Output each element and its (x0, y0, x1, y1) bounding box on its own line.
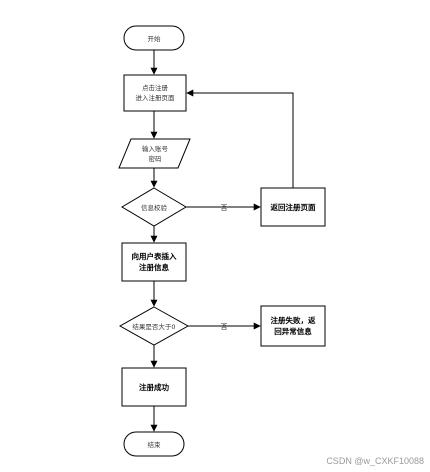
click-register-line1: 点击注册 (142, 83, 169, 92)
edge-return-loop (186, 89, 294, 188)
start-node: 开始 (123, 25, 185, 51)
insert-info-node: 向用户表插入 注册信息 (121, 242, 187, 282)
register-fail-line2: 回异常信息 (274, 326, 312, 336)
affected-gt-zero-node: 结果是否大于0 (118, 306, 190, 346)
input-account-line1: 输入账号 (142, 144, 169, 153)
info-check-label: 信息校验 (141, 203, 168, 212)
click-register-node: 点击注册 进入注册页面 (123, 74, 187, 112)
end-node: 结束 (123, 431, 185, 457)
insert-info-line2: 注册信息 (139, 262, 169, 272)
register-fail-line1: 注册失败，返 (271, 315, 316, 325)
watermark-text: CSDN @w_CXKF10088 (326, 456, 424, 466)
register-success-node: 注册成功 (121, 367, 187, 407)
info-check-node: 信息校验 (121, 187, 187, 227)
return-register-page-label: 返回注册页面 (271, 202, 316, 212)
check-no-label: 否 (221, 204, 228, 212)
insert-info-line1: 向用户表插入 (132, 251, 177, 261)
click-register-line2: 进入注册页面 (136, 93, 176, 102)
input-account-node: 输入账号 密码 (118, 138, 191, 169)
start-label: 开始 (148, 34, 162, 43)
input-account-line2: 密码 (149, 154, 163, 163)
affected-gt-zero-label: 结果是否大于0 (132, 322, 175, 331)
end-label: 结束 (148, 440, 162, 449)
register-fail-node: 注册失败，返 回异常信息 (260, 305, 326, 347)
register-success-label: 注册成功 (139, 382, 169, 392)
return-register-page-node: 返回注册页面 (260, 187, 326, 227)
result-no-label: 否 (221, 323, 228, 331)
